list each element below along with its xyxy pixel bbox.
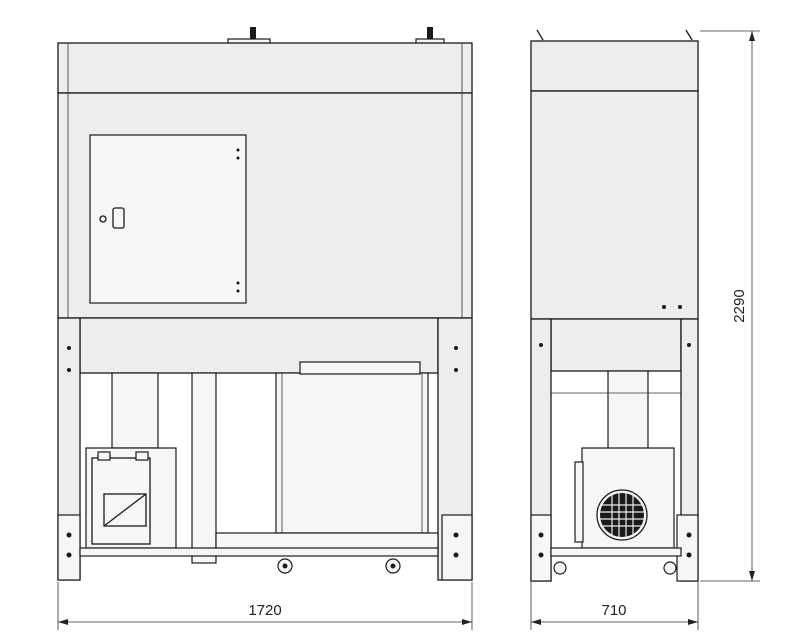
door-handle [112, 207, 125, 229]
side-top-cap [530, 40, 699, 92]
front-leg-left [57, 317, 81, 581]
collection-bin [275, 361, 429, 534]
top-fitting-right [415, 27, 445, 45]
cart-wheel-left [277, 558, 293, 574]
side-lower-band [550, 318, 682, 372]
dim-height: 2290 [731, 289, 748, 322]
side-duct [607, 370, 649, 452]
dimension-height: 2290 [700, 30, 760, 582]
dimension-depth: 710 [530, 582, 699, 630]
dim-side-depth: 710 [601, 602, 626, 619]
cart-wheel-right [385, 558, 401, 574]
side-housing [530, 90, 699, 320]
dimension-width: 1720 [57, 582, 473, 630]
fan-grille-icon [596, 489, 648, 541]
dim-front-width: 1720 [248, 602, 281, 619]
side-view [530, 29, 699, 582]
front-fan-box [85, 447, 177, 549]
side-leg-left [530, 318, 552, 582]
side-base-rail [550, 547, 682, 557]
access-door [89, 134, 247, 304]
front-view [57, 27, 473, 581]
front-leg-right [437, 317, 473, 581]
side-leg-right [676, 318, 699, 582]
side-fan-box [574, 447, 675, 549]
top-fitting-left [227, 27, 271, 45]
front-top-cap [57, 42, 473, 94]
front-strut [191, 372, 217, 564]
front-base-rail [79, 547, 439, 557]
front-duct [111, 372, 159, 449]
